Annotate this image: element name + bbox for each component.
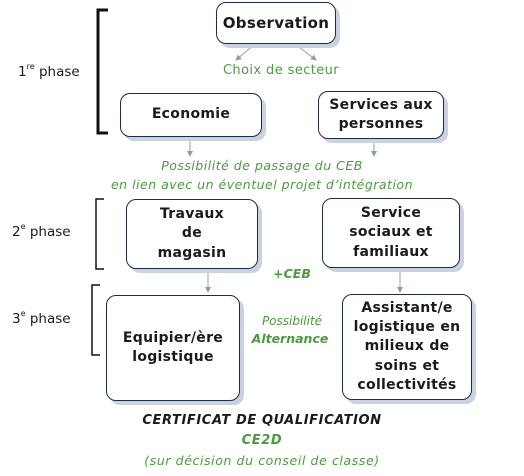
phase1-bracket (96, 8, 108, 135)
services-line-1: Services aux (329, 96, 433, 113)
arrow-obs-left (235, 43, 256, 61)
phase2-bracket (95, 198, 104, 270)
travaux-box: Travaux de magasin (126, 199, 258, 269)
plus-ceb-label: +CEB (273, 266, 311, 281)
service-box: Service sociaux et familiaux (322, 198, 460, 268)
equipier-line-2: logistique (132, 349, 214, 365)
assistant-line-1: Assistant/e (361, 299, 453, 316)
arrow-obs-right (294, 43, 317, 61)
service-line-2: sociaux et (349, 224, 433, 241)
equipier-line-1: Equipier/ère (122, 329, 224, 346)
travaux-line-1: Travaux (159, 206, 225, 223)
phase-1-label: 1re phase (18, 62, 80, 80)
decision-label: (sur décision du conseil de classe) (144, 453, 380, 468)
economie-box: Economie (120, 93, 262, 137)
ceb-integration-label: en lien avec un éventuel projet d’intégr… (110, 177, 414, 192)
assistant-line-5: collectivités (357, 376, 457, 393)
phase3-bracket (91, 284, 100, 356)
assistant-box: Assistant/e logistique en milieux de soi… (342, 294, 472, 400)
phase-2-label: 2e phase (12, 222, 71, 240)
service-line-3: familiaux (353, 243, 429, 260)
alternance-label: Alternance (251, 331, 329, 346)
certificat-label: CERTIFICAT DE QUALIFICATION (142, 413, 382, 428)
assistant-line-2: logistique en (353, 319, 461, 336)
ceb-passage-label: Possibilité de passage du CEB (161, 158, 363, 173)
travaux-line-2: de (181, 225, 203, 242)
services-line-2: personnes (338, 116, 424, 132)
phase-3-label: 3e phase (12, 309, 71, 327)
choix-secteur-label: Choix de secteur (222, 63, 340, 78)
services-box: Services aux personnes (318, 91, 444, 139)
observation-text: Observation (222, 13, 330, 32)
travaux-line-3: magasin (157, 244, 227, 261)
service-line-1: Service (360, 205, 422, 222)
economie-text: Economie (151, 106, 231, 123)
assistant-line-3: milieux de (364, 338, 450, 355)
observation-box: Observation (216, 2, 336, 44)
equipier-box: Equipier/ère logistique (106, 295, 240, 401)
ce2d-label: CE2D (241, 433, 283, 448)
possibilite-label: Possibilité (261, 314, 323, 328)
assistant-line-4: soins et (374, 357, 440, 374)
